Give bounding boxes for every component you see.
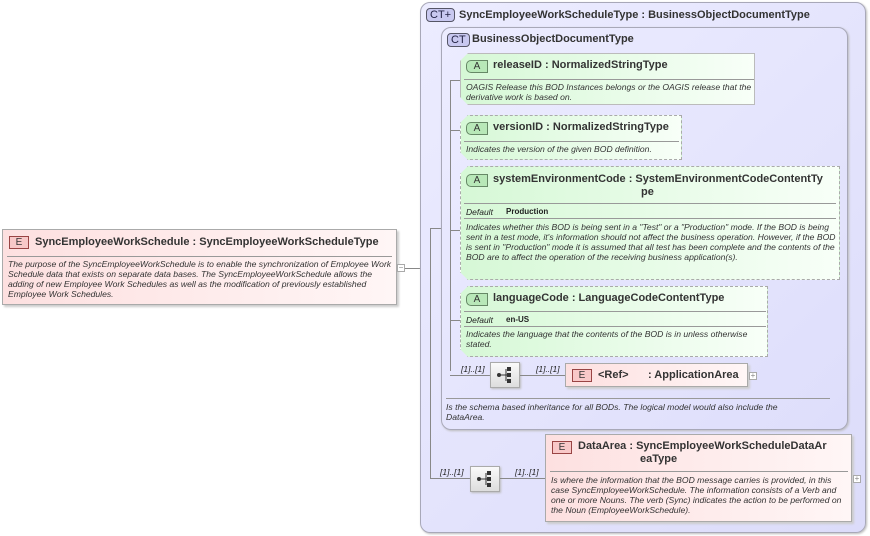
data-area-element[interactable]: E DataArea : SyncEmployeeWorkScheduleDat… xyxy=(545,434,852,522)
default-value: Production xyxy=(506,207,549,216)
data-area-description: Is where the information that the BOD me… xyxy=(551,475,842,515)
sequence-icon[interactable] xyxy=(490,362,520,388)
element-cardinality: [1]..[1] xyxy=(515,467,539,477)
attribute-description: OAGIS Release this BOD Instances belongs… xyxy=(466,82,752,102)
attribute-badge: A xyxy=(466,60,488,73)
attribute-release-id[interactable]: A releaseID : NormalizedStringType OAGIS… xyxy=(460,53,755,105)
attribute-title: languageCode : LanguageCodeContentType xyxy=(493,292,725,304)
ref-label: <Ref> xyxy=(598,369,629,381)
expand-toggle[interactable]: + xyxy=(749,371,757,380)
element-badge: E xyxy=(572,369,592,382)
default-label: Default xyxy=(466,315,493,325)
outer-type-title: SyncEmployeeWorkScheduleType : BusinessO… xyxy=(459,9,810,21)
data-area-title: DataArea : SyncEmployeeWorkScheduleDataA… xyxy=(578,440,827,452)
complex-type-badge: CT xyxy=(447,33,470,47)
attribute-description: Indicates the version of the given BOD d… xyxy=(466,144,652,154)
collapse-toggle[interactable]: − xyxy=(397,263,405,272)
attribute-title: systemEnvironmentCode : SystemEnvironmen… xyxy=(493,173,823,185)
attribute-language-code[interactable]: A languageCode : LanguageCodeContentType… xyxy=(460,286,768,357)
attribute-title: versionID : NormalizedStringType xyxy=(493,121,669,133)
sequence-cardinality: [1]..[1] xyxy=(440,467,464,477)
default-label: Default xyxy=(466,207,493,217)
inner-type-description: Is the schema based inheritance for all … xyxy=(446,402,778,422)
root-element-description: The purpose of the SyncEmployeeWorkSched… xyxy=(8,259,392,299)
attribute-description: Indicates the language that the contents… xyxy=(466,329,748,349)
element-cardinality: [1]..[1] xyxy=(536,364,560,374)
expand-toggle[interactable]: + xyxy=(853,474,861,483)
attribute-badge: A xyxy=(466,122,488,135)
root-element-title: SyncEmployeeWorkSchedule : SyncEmployeeW… xyxy=(35,236,379,248)
inner-type-title: BusinessObjectDocumentType xyxy=(472,33,634,45)
root-element-box[interactable]: E SyncEmployeeWorkSchedule : SyncEmploye… xyxy=(2,229,397,305)
attribute-title: releaseID : NormalizedStringType xyxy=(493,59,668,71)
attribute-title-continued: pe xyxy=(641,186,654,198)
attribute-badge: A xyxy=(466,174,488,187)
application-area-element[interactable]: E <Ref> : ApplicationArea xyxy=(565,363,748,387)
attribute-system-environment-code[interactable]: A systemEnvironmentCode : SystemEnvironm… xyxy=(460,166,840,280)
sequence-icon[interactable] xyxy=(470,466,500,492)
application-area-title: : ApplicationArea xyxy=(648,369,739,381)
sequence-cardinality: [1]..[1] xyxy=(461,364,485,374)
attribute-badge: A xyxy=(466,293,488,306)
element-badge: E xyxy=(552,441,572,454)
default-value: en-US xyxy=(506,315,530,324)
attribute-version-id[interactable]: A versionID : NormalizedStringType Indic… xyxy=(460,115,682,160)
element-badge: E xyxy=(9,236,29,249)
attribute-description: Indicates whether this BOD is being sent… xyxy=(466,222,836,262)
data-area-title-continued: eaType xyxy=(640,453,678,465)
complex-type-badge: CT+ xyxy=(426,8,456,22)
